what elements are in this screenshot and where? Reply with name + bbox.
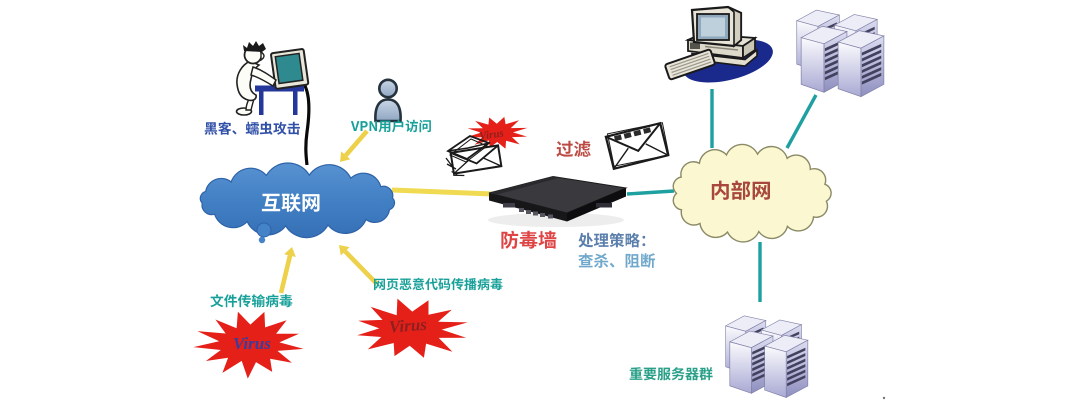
svg-text:Virus: Virus xyxy=(479,127,505,142)
svg-text:Virus: Virus xyxy=(233,334,271,353)
svg-text:Virus: Virus xyxy=(388,315,427,337)
